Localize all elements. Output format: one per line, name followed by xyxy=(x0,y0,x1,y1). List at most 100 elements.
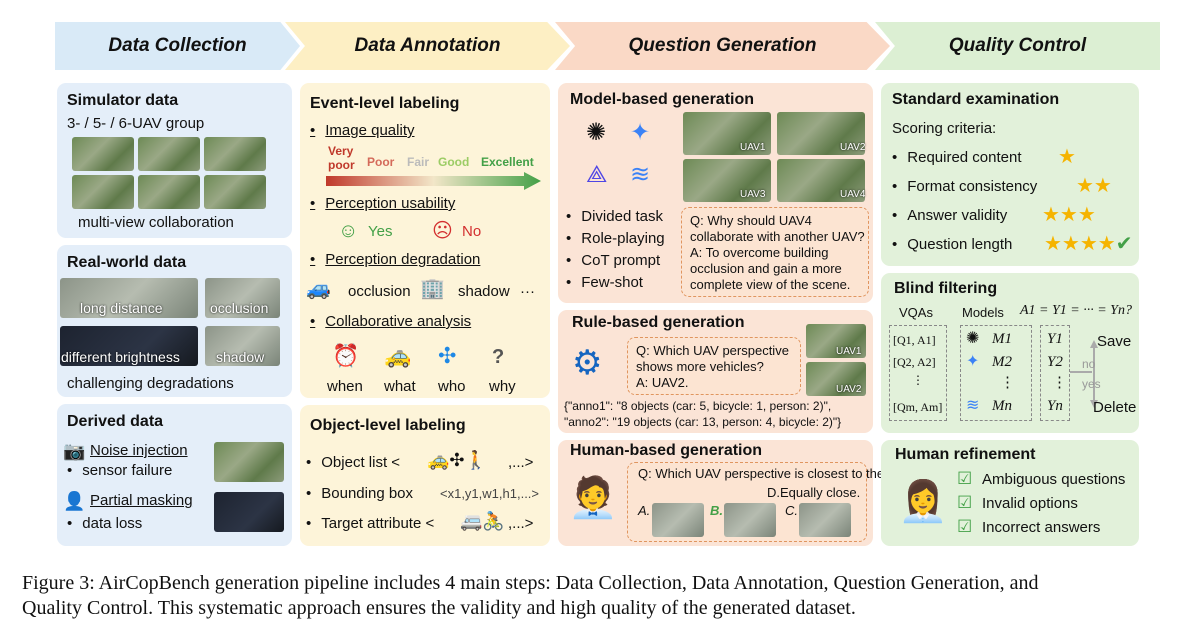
criterion-required-content: Required content xyxy=(892,149,1021,166)
rule-uav1-image xyxy=(806,324,866,358)
option-b-image xyxy=(724,503,776,537)
sim-image xyxy=(138,137,200,171)
blind-filtering-title: Blind filtering xyxy=(894,280,998,297)
when-text: when xyxy=(327,378,363,395)
check-icon: ☑ xyxy=(957,469,973,488)
three-stars-icon: ★★★ xyxy=(1042,204,1096,226)
four-stars-icon: ★★★★✔ xyxy=(1044,233,1133,255)
sim-image xyxy=(138,175,200,209)
why-text: why xyxy=(489,378,516,395)
sim-image xyxy=(204,175,266,209)
method-role-playing: Role-playing xyxy=(566,230,664,247)
uav1-label: UAV1 xyxy=(740,142,766,153)
masked-image xyxy=(214,492,284,532)
frown-icon: ☹ xyxy=(432,220,453,242)
deepseek-icon: ≋ xyxy=(966,397,980,414)
star-icon: ★ xyxy=(1058,146,1076,168)
vqa-q2: [Q2, A2] xyxy=(893,355,936,369)
scale-good: Good xyxy=(438,155,470,169)
option-a-image xyxy=(652,503,704,537)
sim-image xyxy=(72,137,134,171)
building-shadow-icon: 🏢 xyxy=(420,278,445,300)
scoring-criteria-text: Scoring criteria: xyxy=(892,120,997,137)
uav4-image xyxy=(777,159,865,202)
multi-view-text: multi-view collaboration xyxy=(78,214,234,231)
ellipsis-text: ··· xyxy=(520,283,535,300)
models-box xyxy=(960,325,1032,421)
output-dots: ⋮ xyxy=(1052,374,1067,391)
model-qa-box xyxy=(681,207,869,297)
target-attribute-item: Target attribute < xyxy=(306,515,434,532)
occlusion-text: occlusion xyxy=(348,283,411,300)
vqa-dots: ⋮ xyxy=(912,373,924,387)
check-icon: ☑ xyxy=(957,517,973,536)
car-question-icon: 🚕 xyxy=(384,343,412,368)
stage-data-collection: Data Collection xyxy=(55,22,300,70)
scale-very-poor: Very poor xyxy=(328,144,355,172)
uav2-image xyxy=(777,112,865,155)
refine-ambiguous: Ambiguous questions xyxy=(982,471,1126,488)
uav1-image xyxy=(683,112,771,155)
decision-arrows xyxy=(1070,340,1098,408)
label-occlusion: occlusion xyxy=(210,300,269,316)
object-labeling-title: Object-level labeling xyxy=(310,417,466,434)
person-icon: 🧑‍💼 xyxy=(568,476,618,520)
uav4-label: UAV4 xyxy=(840,189,866,200)
object-list-item: Object list < xyxy=(306,454,400,471)
vqas-label: VQAs xyxy=(899,305,933,320)
method-divided-task: Divided task xyxy=(566,208,663,225)
output-yn: Yn xyxy=(1047,398,1063,414)
two-stars-icon: ★★ xyxy=(1076,175,1112,197)
scale-excellent: Excellent xyxy=(481,155,534,169)
model-m1: M1 xyxy=(992,331,1012,347)
sim-image xyxy=(204,137,266,171)
real-image-brightness xyxy=(60,326,198,366)
reviewer-icon: 👩‍💼 xyxy=(898,480,948,524)
real-image-shadow xyxy=(205,326,280,366)
model-dots: ⋮ xyxy=(1000,374,1015,391)
gemini-logo-icon: ✦ xyxy=(630,119,651,146)
formula-text: A1 = Y1 = ··· = Yn? xyxy=(1020,303,1132,318)
rule-uav2-image xyxy=(806,362,866,396)
yes-text: Yes xyxy=(368,223,393,240)
rule-uav2-label: UAV2 xyxy=(836,384,862,395)
partial-masking-text: Partial masking xyxy=(90,492,193,509)
caption-line-1: Figure 3: AirCopBench generation pipelin… xyxy=(22,572,1039,594)
model-m2: M2 xyxy=(992,354,1012,370)
vqa-q1: [Q1, A1] xyxy=(893,333,936,347)
vqa-qm: [Qm, Am] xyxy=(893,400,943,414)
rule-generation-title: Rule-based generation xyxy=(572,314,745,331)
model-question-text: Q: Why should UAV4 collaborate with anot… xyxy=(690,213,865,244)
uav-group-text: 3- / 5- / 6-UAV group xyxy=(67,115,205,132)
model-answer-text: A: To overcome building occlusion and ga… xyxy=(690,245,851,292)
car-tree-icon: 🚙 xyxy=(306,278,331,300)
output-y2: Y2 xyxy=(1047,354,1063,370)
scale-fair: Fair xyxy=(407,155,430,169)
refine-incorrect-answers: Incorrect answers xyxy=(982,519,1101,536)
shadow-text: shadow xyxy=(458,283,510,300)
openai-logo-icon: ✺ xyxy=(586,119,607,146)
criterion-question-length: Question length xyxy=(892,236,1012,253)
simulator-data-title: Simulator data xyxy=(67,92,179,109)
rule-qa-box xyxy=(627,337,801,395)
vehicle-bicycle-icon: 🚐🚴 xyxy=(460,511,505,531)
label-brightness: different brightness xyxy=(61,349,180,365)
output-y1: Y1 xyxy=(1047,331,1063,347)
collaborative-analysis-item: Collaborative analysis xyxy=(310,313,471,330)
human-refinement-title: Human refinement xyxy=(895,446,1036,463)
stage-data-annotation: Data Annotation xyxy=(285,22,570,70)
anno1-text: {"anno1": "8 objects (car: 5, bicycle: 1… xyxy=(564,399,832,413)
no-text: No xyxy=(462,223,482,240)
event-labeling-title: Event-level labeling xyxy=(310,95,460,112)
sensor-failure-text: sensor failure xyxy=(67,462,172,479)
uav3-label: UAV3 xyxy=(740,189,766,200)
clock-icon: ⏰ xyxy=(332,343,360,368)
image-quality-item: Image quality xyxy=(310,122,414,139)
rule-question-text: Q: Which UAV perspective shows more vehi… xyxy=(636,343,789,374)
outputs-box xyxy=(1040,325,1070,421)
yes-branch-text: yes xyxy=(1082,377,1101,391)
rule-uav1-label: UAV1 xyxy=(836,346,862,357)
save-text: Save xyxy=(1097,333,1132,350)
delete-text: Delete xyxy=(1093,399,1137,416)
label-shadow: shadow xyxy=(216,349,265,365)
